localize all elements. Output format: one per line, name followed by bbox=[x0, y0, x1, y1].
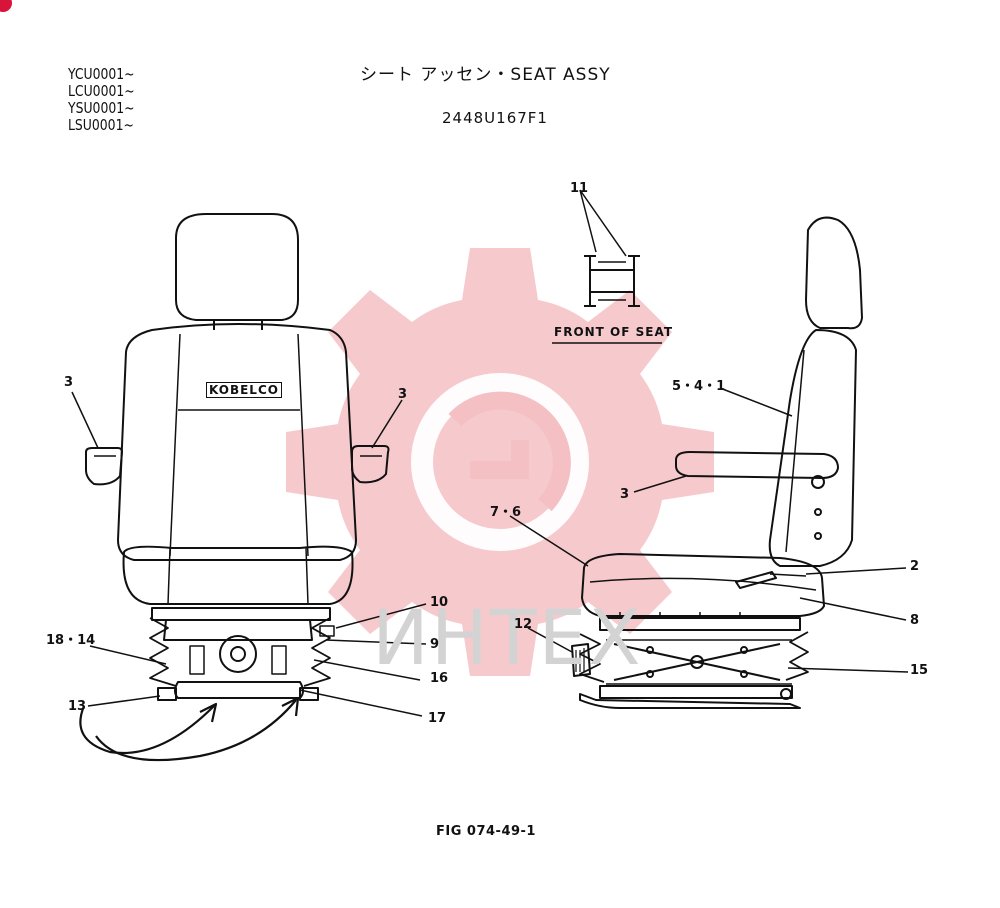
serial-range: LCU0001~ bbox=[68, 82, 135, 100]
callout-5-4-1: 5・4・1 bbox=[672, 379, 726, 394]
callout-3-side: 3 bbox=[620, 487, 630, 502]
serial-range: YSU0001~ bbox=[68, 99, 135, 117]
brand-logo: KOBELCO bbox=[206, 382, 282, 398]
callout-18-14: 18・14 bbox=[46, 633, 96, 648]
serial-range-list: YCU0001~ LCU0001~ YSU0001~ LSU0001~ bbox=[68, 66, 135, 134]
rear-view-seat bbox=[79, 213, 390, 762]
watermark-text: ИНТЕХ bbox=[372, 593, 643, 682]
callout-9: 9 bbox=[430, 637, 440, 652]
serial-range: LSU0001~ bbox=[68, 116, 134, 134]
callout-3-right: 3 bbox=[398, 387, 408, 402]
front-of-seat-inset bbox=[552, 189, 662, 344]
callout-3-left: 3 bbox=[64, 375, 74, 390]
serial-range: YCU0001~ bbox=[68, 65, 135, 83]
callout-11: 11 bbox=[570, 181, 589, 196]
rear-leaders bbox=[71, 391, 427, 717]
side-view-seat bbox=[571, 216, 863, 709]
callout-13: 13 bbox=[68, 699, 87, 714]
callout-17: 17 bbox=[428, 711, 447, 726]
watermark-inner-ring bbox=[448, 391, 571, 512]
callout-10: 10 bbox=[430, 595, 449, 610]
part-number: 2448U167F1 bbox=[442, 109, 548, 127]
callout-15: 15 bbox=[910, 663, 929, 678]
front-of-seat-label: FRONT OF SEAT bbox=[554, 325, 674, 339]
callout-7-6: 7・6 bbox=[490, 505, 522, 520]
callout-8: 8 bbox=[910, 613, 920, 628]
corner-marker bbox=[0, 0, 12, 12]
side-leaders bbox=[509, 387, 909, 673]
page-title: シート アッセン・SEAT ASSY bbox=[360, 65, 611, 85]
figure-label: FIG 074-49-1 bbox=[436, 824, 536, 839]
callout-2: 2 bbox=[910, 559, 920, 574]
callout-12: 12 bbox=[514, 617, 533, 632]
callout-16: 16 bbox=[430, 671, 449, 686]
watermark-rings bbox=[411, 373, 589, 551]
